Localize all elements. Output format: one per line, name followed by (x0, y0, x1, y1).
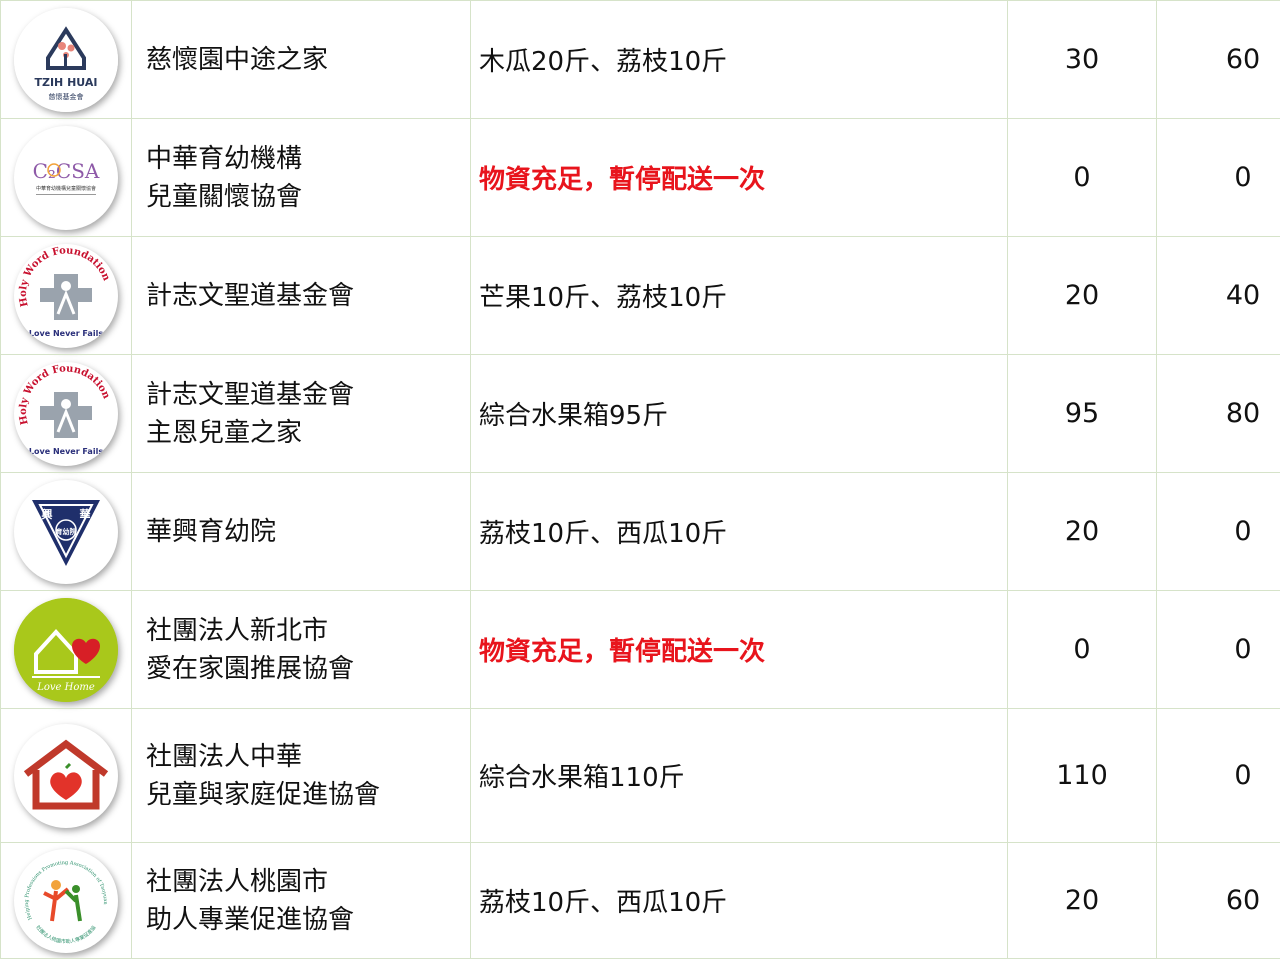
house-heart-logo-icon (14, 724, 118, 828)
items-cell: 物資充足，暫停配送一次 (471, 119, 1008, 237)
tzih-huai-logo-icon: TZIH HUAI 慈懷基金會 (14, 8, 118, 112)
logo-cell: 興 華 育幼院 (1, 473, 132, 591)
cccsa-logo-icon: C₂CSA 中華育幼機構兒童關懷協會 (14, 126, 118, 230)
items-cell: 綜合水果箱110斤 (471, 709, 1008, 843)
hua-hsing-logo-icon: 興 華 育幼院 (14, 480, 118, 584)
qty-cell-1: 30 (1008, 1, 1157, 119)
org-name: 中華育幼機構兒童關懷協會 (132, 119, 471, 237)
qty-cell-2: 40 (1157, 237, 1280, 355)
love-home-logo-icon: Love Home (14, 598, 118, 702)
table-row: 社團法人中華兒童與家庭促進協會 綜合水果箱110斤 110 0 (1, 709, 1280, 843)
qty-cell-1: 110 (1008, 709, 1157, 843)
org-name: 計志文聖道基金會 (132, 237, 471, 355)
table-row: Holy Word Foundation Love Never Fails 計志… (1, 237, 1280, 355)
qty-cell-2: 0 (1157, 709, 1280, 843)
table-row: Helping Professions Promoting Associatio… (1, 843, 1280, 959)
items-cell: 芒果10斤、荔枝10斤 (471, 237, 1008, 355)
qty-cell-1: 0 (1008, 119, 1157, 237)
logo-text: Love Never Fails (29, 447, 103, 456)
logo-text: Love Never Fails (29, 329, 103, 338)
logo-text: C₂CSA (33, 159, 100, 183)
org-name: 華興育幼院 (132, 473, 471, 591)
qty-cell-1: 20 (1008, 473, 1157, 591)
holy-word-logo-icon: Holy Word Foundation Love Never Fails (14, 362, 118, 466)
logo-text: 華 (80, 507, 91, 521)
logo-text: TZIH HUAI (34, 76, 97, 89)
qty-cell-2: 60 (1157, 1, 1280, 119)
logo-text: 育幼院 (56, 527, 77, 536)
org-name: 社團法人中華兒童與家庭促進協會 (132, 709, 471, 843)
table-row: TZIH HUAI 慈懷基金會 慈懷園中途之家 木瓜20斤、荔枝10斤 30 6… (1, 1, 1280, 119)
qty-cell-2: 60 (1157, 843, 1280, 959)
logo-text: Love Home (36, 682, 95, 693)
logo-text: 興 (42, 507, 53, 521)
org-name: 計志文聖道基金會主恩兒童之家 (132, 355, 471, 473)
items-cell: 木瓜20斤、荔枝10斤 (471, 1, 1008, 119)
holy-word-logo-icon: Holy Word Foundation Love Never Fails (14, 244, 118, 348)
alert-text: 物資充足，暫停配送一次 (479, 165, 765, 195)
logo-text: 中華育幼機構兒童關懷協會 (36, 185, 96, 192)
qty-cell-2: 0 (1157, 119, 1280, 237)
logo-cell: Holy Word Foundation Love Never Fails (1, 237, 132, 355)
qty-cell-1: 20 (1008, 237, 1157, 355)
logo-cell: Holy Word Foundation Love Never Fails (1, 355, 132, 473)
qty-cell-1: 95 (1008, 355, 1157, 473)
qty-cell-2: 80 (1157, 355, 1280, 473)
table-row: Love Home 社團法人新北市愛在家園推展協會 物資充足，暫停配送一次 0 … (1, 591, 1280, 709)
items-cell: 荔枝10斤、西瓜10斤 (471, 473, 1008, 591)
logo-cell: TZIH HUAI 慈懷基金會 (1, 1, 132, 119)
table-row: Holy Word Foundation Love Never Fails 計志… (1, 355, 1280, 473)
qty-cell-1: 20 (1008, 843, 1157, 959)
qty-cell-2: 0 (1157, 473, 1280, 591)
items-cell: 物資充足，暫停配送一次 (471, 591, 1008, 709)
qty-cell-2: 0 (1157, 591, 1280, 709)
table-row: 興 華 育幼院 華興育幼院 荔枝10斤、西瓜10斤 20 0 (1, 473, 1280, 591)
qty-cell-1: 0 (1008, 591, 1157, 709)
logo-cell: Helping Professions Promoting Associatio… (1, 843, 132, 959)
helping-professions-logo-icon: Helping Professions Promoting Associatio… (14, 849, 118, 953)
org-name: 社團法人桃園市助人專業促進協會 (132, 843, 471, 959)
logo-cell: C₂CSA 中華育幼機構兒童關懷協會 (1, 119, 132, 237)
logo-cell: Love Home (1, 591, 132, 709)
logo-text: 慈懷基金會 (49, 92, 84, 101)
org-name: 社團法人新北市愛在家園推展協會 (132, 591, 471, 709)
items-cell: 荔枝10斤、西瓜10斤 (471, 843, 1008, 959)
alert-text: 物資充足，暫停配送一次 (479, 637, 765, 667)
org-name: 慈懷園中途之家 (132, 1, 471, 119)
items-cell: 綜合水果箱95斤 (471, 355, 1008, 473)
table-row: C₂CSA 中華育幼機構兒童關懷協會 中華育幼機構兒童關懷協會 物資充足，暫停配… (1, 119, 1280, 237)
logo-cell (1, 709, 132, 843)
